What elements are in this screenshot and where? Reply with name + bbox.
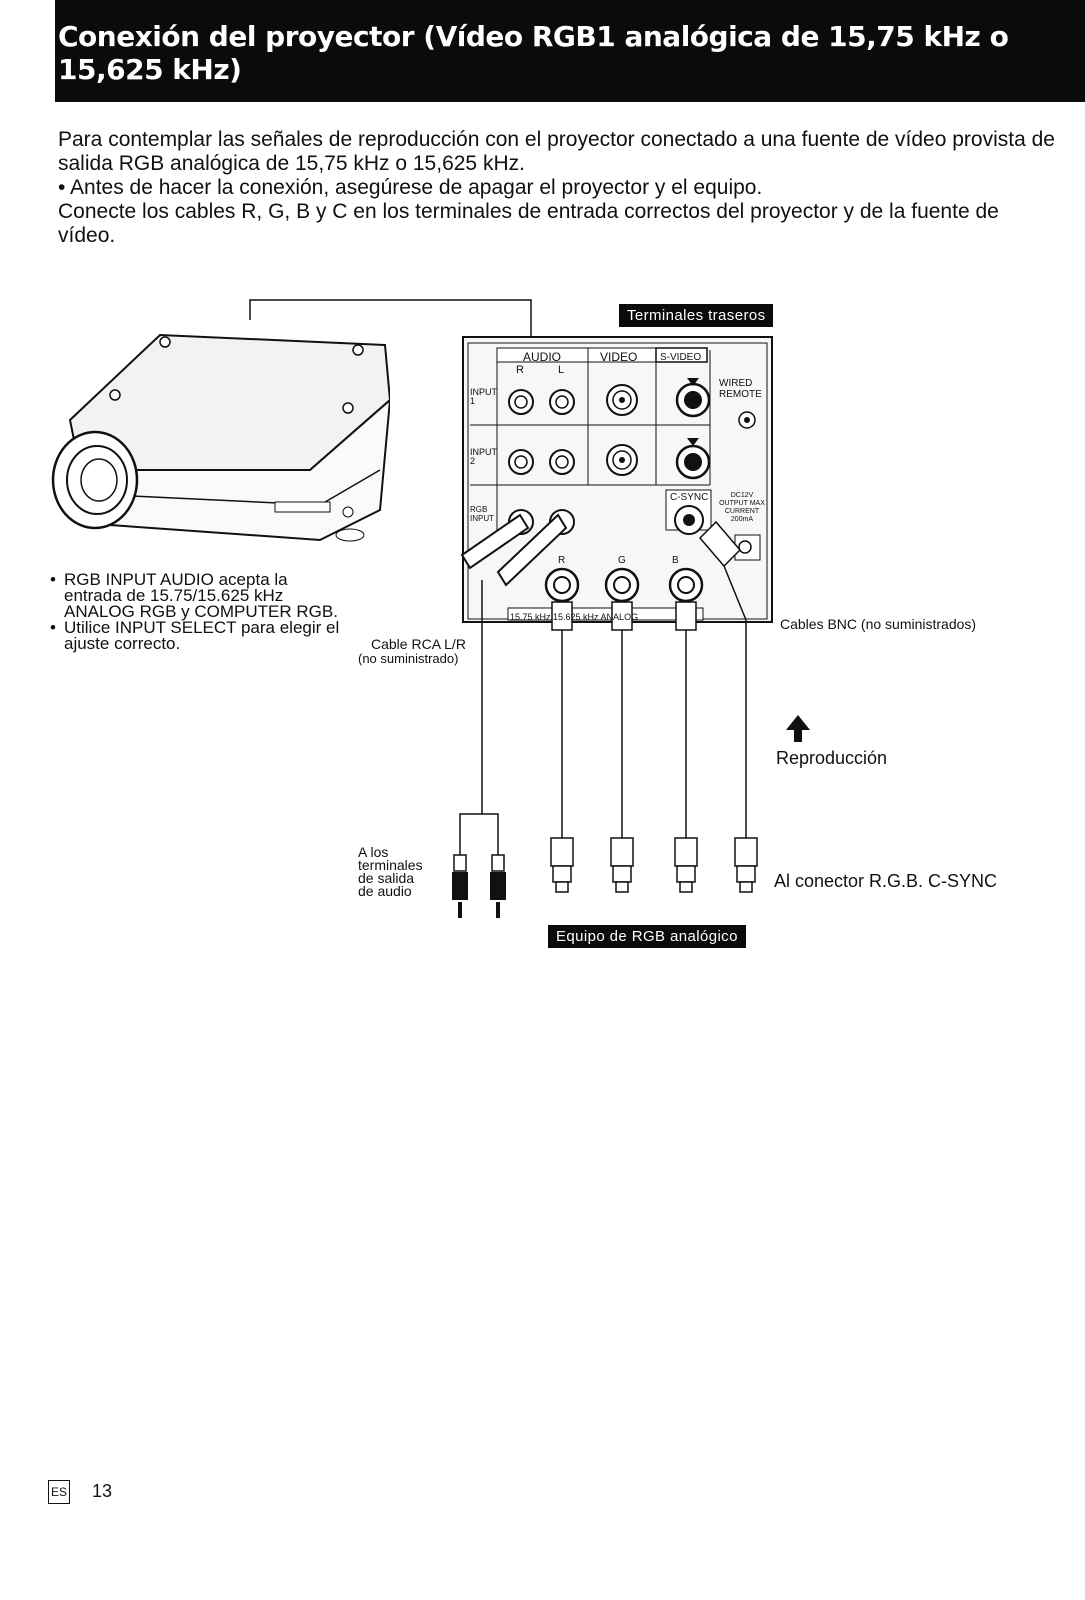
bnc-b-label: B: [672, 555, 679, 566]
rear-terminals-label: Terminales traseros: [619, 304, 774, 327]
intro-paragraph-3: Conecte los cables R, G, B y C en los te…: [58, 200, 999, 247]
page-number: 13: [92, 1481, 113, 1501]
page-title: Conexión del proyector (Vídeo RGB1 analó…: [58, 20, 1009, 86]
input2-label: INPUT 2: [470, 447, 497, 466]
audio-terminals-label: A los terminales de salida de audio: [358, 844, 423, 899]
svideo-label: S-VIDEO: [660, 352, 702, 363]
rgb-input-label: RGB INPUT: [470, 505, 494, 523]
reproduccion-label: Reproducción: [776, 748, 888, 768]
wired-remote-label: WIRED REMOTE: [719, 378, 762, 400]
rgb-connector-label: Al conector R.G.B. C-SYNC: [774, 871, 998, 891]
dc12v-label: DC12V OUTPUT MAX CURRENT 200mA: [719, 492, 765, 523]
language-badge: ES: [48, 1480, 70, 1504]
note-item: RGB INPUT AUDIO acepta la entrada de 15.…: [50, 571, 340, 620]
intro-paragraph-2: • Antes de hacer la conexión, asegúrese …: [58, 176, 763, 199]
frequency-strip-label: 15.75 kHz 15.625 kHz ANALOG: [510, 612, 639, 622]
cable-rca-sub-label: (no suministrado): [358, 651, 459, 666]
connection-diagram: [249, 299, 810, 918]
title-bar: [55, 0, 1085, 102]
input1-label: INPUT 1: [470, 387, 497, 406]
r-label: R: [516, 364, 524, 376]
intro-text: Para contemplar las señales de reproducc…: [58, 128, 1058, 248]
notes-list: RGB INPUT AUDIO acepta la entrada de 15.…: [50, 571, 340, 652]
equipment-label: Equipo de RGB analógico: [548, 925, 746, 948]
intro-paragraph-1: Para contemplar las señales de reproducc…: [58, 128, 1055, 175]
note-item: Utilice INPUT SELECT para elegir el ajus…: [50, 619, 340, 652]
audio-label: AUDIO: [523, 350, 562, 364]
cable-rca-label: Cable RCA L/R: [371, 636, 466, 652]
l-label: L: [558, 364, 565, 376]
projector-illustration: [51, 333, 390, 542]
bnc-r-label: R: [558, 555, 566, 566]
video-label: VIDEO: [600, 350, 638, 364]
csync-label: C-SYNC: [670, 492, 709, 503]
bnc-g-label: G: [618, 555, 626, 566]
cables-bnc-label: Cables BNC (no suministrados): [780, 616, 977, 632]
